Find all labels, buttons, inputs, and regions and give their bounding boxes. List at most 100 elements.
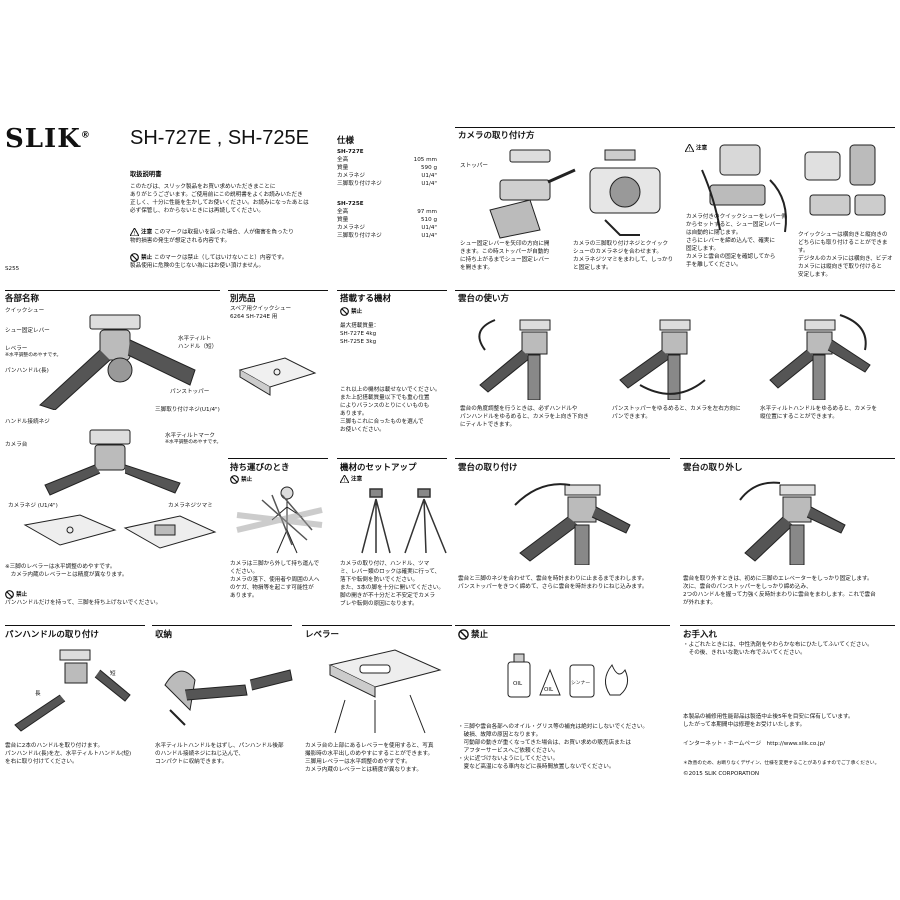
carry-prohibit: 禁止 — [230, 475, 252, 484]
care-text: ・よごれたときには、中性洗剤をやわらかな布にひたしてふいてください。 その後、き… — [683, 642, 873, 656]
parts-notes: ※三脚のレベラーは水平調整のめやすです。 カメラ内蔵のレベラーとは精度が異なりま… — [5, 564, 128, 578]
pan-handle-text: 雲台に2本のハンドルを取り付けます。 パンハンドル(長)を左、水平ティルトハンド… — [5, 743, 132, 765]
storage-text: 水平ティルトハンドルをはずし、パンハンドル後部 のハンドル接続ネジにねじ込んで、… — [155, 743, 284, 765]
prohibited-label-thinner: シンナー — [571, 681, 591, 686]
setup-text: カメラの取り付け、ハンドル、ツマ ミ、レバー類のロックは確実に行って、 落下や転… — [340, 561, 444, 607]
camera-mount-step-1: シュー固定レバーを矢印の方向に開 きます。この時ストッパーが自動的 に持ち上がる… — [460, 241, 550, 271]
setup-tripods-illustration — [361, 488, 447, 554]
orientation-illustration — [804, 144, 886, 216]
part-label-pan-handle: パンハンドル(長) — [5, 368, 49, 374]
quick-shoe-plates-illustration — [23, 514, 217, 549]
pan-handle-label-short: 短 — [110, 671, 116, 677]
storage-title: 収納 — [155, 630, 173, 640]
part-label-tilt-handle: 水平ティルト ハンドル（短） — [178, 336, 218, 350]
pan-handle-label-long: 長 — [35, 691, 41, 697]
attach-title: 雲台の取り付け — [458, 463, 518, 473]
part-label-quick-shoe: クイックシュー — [5, 308, 45, 314]
svg-text:!: ! — [689, 147, 691, 152]
part-label-camera-screw: カメラネジ (U1/4") — [8, 503, 58, 509]
model-title: SH-727E , SH-725E — [130, 127, 309, 149]
carry-text: カメラは三脚から外して持ち運んで ください。 カメラの落下、使用者や周囲の人へ … — [230, 561, 320, 599]
part-label-tilt-mark-note: ※水平調整のめやすです。 — [165, 440, 222, 445]
svg-text:!: ! — [134, 231, 136, 236]
pan-illustration — [619, 319, 706, 400]
spec-model-name: SH-725E — [337, 201, 364, 207]
detach-title: 雲台の取り外し — [683, 463, 743, 473]
part-label-shoe-lever: シュー固定レバー — [5, 328, 50, 334]
prohibit-label: 禁止 — [141, 255, 153, 261]
caution-label: 注意 — [141, 229, 153, 236]
caution-icon: ! — [685, 144, 694, 152]
accessory-text: スペア用クイックシュー 6264 SH-724E 用 — [230, 306, 292, 320]
prohibit-icon — [5, 590, 14, 599]
part-label-leveler-note: ※水平調整のめやすです。 — [5, 353, 62, 358]
registered-mark: ® — [80, 130, 91, 141]
camera-mount-caution: !注意 — [685, 144, 707, 153]
caution-icon: ! — [340, 475, 349, 483]
parts-prohibit-text: パンハンドルだけを持って、三脚を持ち上げないでください。 — [5, 600, 162, 606]
shoe-lever-illustration — [489, 149, 576, 239]
caution-legend: ! 注意 このマークは取扱いを誤った場合、人が傷害を負ったり 物的損害の発生が想定… — [130, 228, 330, 245]
load-title: 搭載する機材 — [340, 294, 392, 304]
camera-mount-step-4: クイックシューは横向きと縦向きの どちらにも取り付けることができます。 デジタル… — [798, 232, 893, 278]
doc-code: S255 — [5, 266, 20, 272]
part-label-handle-screw: ハンドル接続ネジ — [5, 419, 50, 425]
part-label-leveler: レベラー — [5, 346, 28, 352]
setup-caution: !注意 — [340, 475, 362, 484]
manual-title: 取扱説明書 — [130, 171, 162, 178]
camera-stage-illustration — [44, 429, 181, 496]
part-label-tripod-screw: 三脚取り付けネジ(U1/4") — [155, 407, 220, 413]
prohibited-label-oil-1: OIL — [513, 681, 523, 687]
spec-model-name: SH-727E — [337, 149, 364, 155]
prohibited-label-oil-2: OIL — [544, 687, 554, 693]
warranty-text: 本製品の補修用性能部品は製造中止後5年を目安に保有しています。 したがって本期間… — [683, 714, 854, 728]
prohibit-icon — [130, 253, 139, 262]
caution-text: このマークは取扱いを誤った場合、人が傷害を負ったり 物的損害の発生が想定される内… — [130, 229, 294, 244]
detach-text: 雲台を取り外すときは、初めに三脚のエレベーターをしっかり固定します。 次に、雲台… — [683, 576, 876, 606]
tilt-illustration — [478, 319, 551, 400]
tripod-head-illustration — [39, 314, 196, 410]
part-label-camera-stage: カメラ台 — [5, 442, 28, 448]
prohibit-icon — [340, 307, 349, 316]
carry-title: 持ち運びのとき — [230, 463, 290, 473]
load-text: これ以上の機材は載せないでください。 また上記搭載質量以下でも重心位置 によりバ… — [340, 387, 441, 433]
intro-text: このたびは、スリック製品をお買い求めいただきまことに ありがとうございます。ご使… — [130, 184, 309, 214]
part-label-pan-stopper: パンストッパー — [170, 389, 210, 395]
setup-title: 機材のセットアップ — [340, 463, 417, 473]
prohibit-legend: 禁止 このマークは禁止（してはいけないこと）内容です。 製品使用に危険の生じない… — [130, 253, 330, 270]
parts-prohibit: 禁止 パンハンドルだけを持って、三脚を持ち上げないでください。 — [5, 590, 220, 607]
part-label-tilt-mark: 水平ティルトマーク — [165, 433, 216, 439]
prohibited-title: 禁止 — [458, 628, 488, 640]
camera-set-illustration — [701, 144, 787, 233]
pan-handle-illustration — [14, 649, 131, 732]
camera-mount-step-2: カメラの三脚取り付けネジとクイック シューのカメラネジを合わせます。 カメラネジ… — [573, 241, 674, 271]
parts-title: 各部名称 — [5, 294, 40, 304]
specs-title: 仕様 — [337, 136, 355, 146]
pan-handle-title: パンハンドルの取り付け — [5, 630, 99, 640]
prohibit-icon — [230, 475, 239, 484]
storage-illustration — [164, 669, 293, 726]
leveler-text: カメラ台の上部にあるレベラーを使用すると、写真 撮影時の水平出しのめやすにするこ… — [305, 743, 434, 773]
prohibit-icon — [458, 629, 469, 640]
usage-step-3: 水平ティルトハンドルをゆるめると、カメラを 縦位置にすることができます。 — [760, 406, 877, 420]
camera-shoe-illustration — [589, 149, 661, 236]
attach-text: 雲台と三脚のネジを合わせて、雲台を時計まわりに止まるまでまわします。 パンストッ… — [458, 576, 648, 590]
camera-mount-illustrations — [489, 144, 886, 239]
camera-mount-step-3: カメラ付きのクイックシューをレバー側 からセットすると、シュー固定レバー は自動… — [686, 214, 787, 268]
caution-icon: ! — [130, 228, 139, 236]
camera-mount-title: カメラの取り付け方 — [458, 131, 535, 141]
leveler-illustration — [328, 649, 442, 734]
detach-illustration — [739, 481, 846, 565]
usage-step-2: パンストッパーをゆるめると、カメラを左右方向に パンできます。 — [612, 406, 741, 420]
usage-title: 雲台の使い方 — [458, 294, 510, 304]
usage-step-1: 雲台の角度調整を行うときは、必ずハンドルや パンハンドルをゆるめると、カメラを上… — [460, 406, 589, 428]
usage-illustrations — [478, 314, 871, 400]
load-max-weight: 最大搭載質量： SH-727E 4kg SH-725E 3kg — [340, 323, 380, 345]
